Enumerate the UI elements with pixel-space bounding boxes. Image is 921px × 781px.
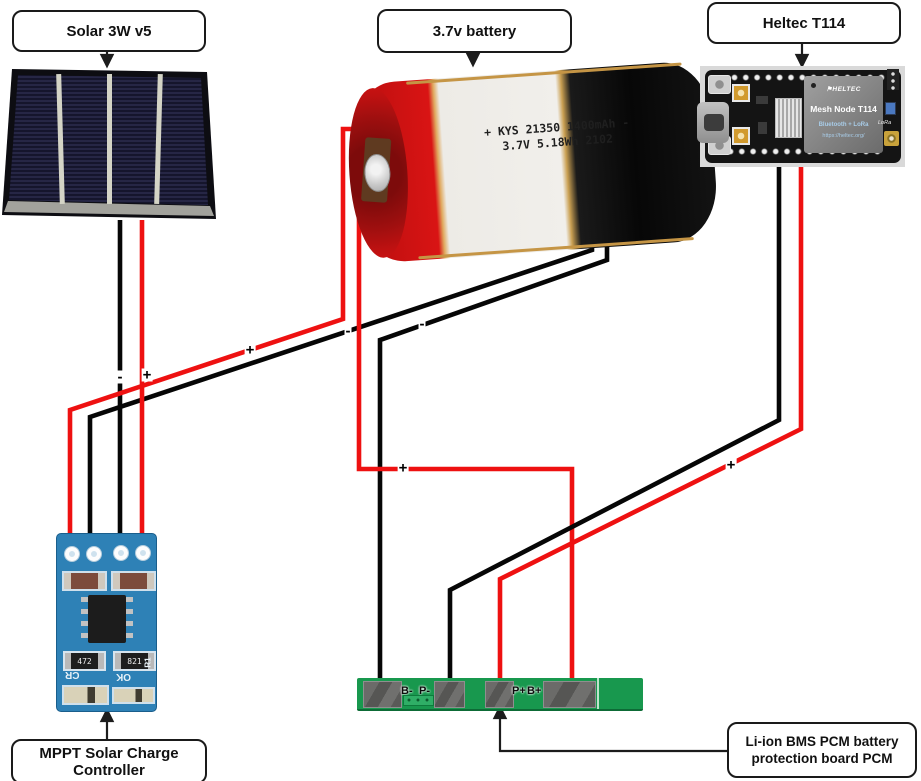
battery-gold-seam-top bbox=[406, 62, 682, 85]
mppt-callout-line2: Controller bbox=[73, 761, 145, 779]
mppt-hole bbox=[135, 545, 151, 561]
mppt-resistor-472: 472 bbox=[63, 651, 106, 671]
mppt-diode bbox=[62, 685, 109, 705]
mppt-resistor-821: 821 bbox=[113, 651, 156, 671]
heltec-callout-box: Heltec T114 bbox=[707, 2, 901, 44]
bms-callout-line1: Li-ion BMS PCM battery bbox=[745, 734, 899, 749]
heltec-antenna-connector bbox=[884, 131, 899, 146]
mppt-silkscreen-cr: CR bbox=[65, 669, 80, 680]
solar-panel bbox=[2, 66, 218, 224]
heltec-model-text: Mesh Node T114 bbox=[810, 104, 877, 114]
bms-label-b-plus: B+ bbox=[527, 685, 542, 697]
heltec-led-bottom bbox=[732, 127, 750, 145]
bms-protection-board: B- P- P+ B+ bbox=[357, 678, 643, 711]
battery-print: + KYS 21350 1400mAh - 3.7V 5.18Wh 2102 bbox=[441, 112, 673, 158]
mppt-ic-pins-right bbox=[126, 597, 133, 643]
battery-left-face bbox=[343, 86, 414, 260]
wire-heltec-positive-to-bms bbox=[497, 158, 804, 681]
heltec-right-header bbox=[887, 69, 899, 90]
mppt-silkscreen-ok: OK bbox=[116, 671, 131, 682]
heltec-callout-label: Heltec T114 bbox=[762, 14, 846, 32]
battery-callout-arrowhead-icon bbox=[465, 52, 481, 68]
heltec-brand-logo: ⚑HELTEC bbox=[804, 85, 883, 93]
heltec-t114-board: ⚑HELTEC Mesh Node T114 Bluetooth + LoRa … bbox=[697, 66, 905, 167]
wire-heltec-negative-to-bms bbox=[447, 158, 782, 681]
mppt-hole bbox=[86, 546, 102, 562]
solar-panel-busbar bbox=[107, 74, 112, 204]
heltec-button-top bbox=[708, 75, 731, 94]
bms-label-b-minus: B- bbox=[401, 685, 413, 697]
heltec-radio-text: Bluetooth + LoRa bbox=[818, 122, 869, 128]
solar-callout-arrowhead-icon bbox=[99, 53, 115, 69]
battery-callout-box: 3.7v battery bbox=[377, 9, 572, 53]
heltec-fpc-connector bbox=[775, 98, 802, 138]
battery: + KYS 21350 1400mAh - 3.7V 5.18Wh 2102 bbox=[343, 59, 722, 270]
bms-pad-b-minus bbox=[363, 681, 402, 708]
polarity-marker: - bbox=[116, 368, 124, 386]
mppt-ic-pins-left bbox=[81, 597, 88, 643]
heltec-led-top bbox=[732, 84, 750, 102]
mppt-resistor-code: 472 bbox=[77, 656, 92, 666]
mppt-callout-line1: MPPT Solar Charge bbox=[39, 744, 179, 762]
mppt-hole bbox=[113, 545, 129, 561]
heltec-smd-component bbox=[756, 96, 768, 104]
mppt-silkscreen-r1: R1 bbox=[143, 657, 153, 668]
bms-board-divider bbox=[597, 678, 599, 709]
mppt-callout-arrowhead-icon bbox=[99, 707, 115, 723]
heltec-lora-label: LoRa bbox=[878, 120, 892, 126]
solar-callout-label: Solar 3W v5 bbox=[66, 22, 152, 40]
bms-label-p-minus: P- bbox=[419, 685, 430, 697]
wire-battery-positive-to-bms bbox=[356, 130, 575, 681]
solar-callout-box: Solar 3W v5 bbox=[12, 10, 206, 52]
bms-callout-box: Li-ion BMS PCM battery protection board … bbox=[727, 722, 917, 778]
polarity-marker: - bbox=[344, 322, 352, 340]
heltec-url-text: https://heltec.org/ bbox=[822, 133, 865, 139]
heltec-callout-arrowhead-icon bbox=[794, 53, 810, 69]
bms-label-p-plus: P+ bbox=[512, 685, 526, 697]
bms-pad-p-plus bbox=[485, 681, 514, 708]
mppt-hole bbox=[64, 546, 80, 562]
wire-battery-positive-to-mppt bbox=[67, 126, 357, 538]
heltec-flag-icon: ⚑ bbox=[826, 86, 833, 93]
mppt-diode bbox=[112, 687, 155, 704]
mppt-resistor-code: 821 bbox=[127, 656, 142, 666]
bms-pad-p-minus bbox=[434, 681, 465, 708]
battery-gold-seam-bottom bbox=[418, 237, 694, 260]
mppt-inductor bbox=[111, 571, 156, 591]
heltec-brand-text: HELTEC bbox=[832, 86, 861, 93]
heltec-radio-shield: ⚑HELTEC Mesh Node T114 Bluetooth + LoRa … bbox=[804, 76, 883, 153]
mppt-inductor bbox=[62, 571, 107, 591]
bms-smd-component bbox=[403, 695, 434, 706]
bms-callout-arrowhead-icon bbox=[492, 704, 508, 720]
polarity-marker: + bbox=[397, 459, 409, 477]
battery-callout-label: 3.7v battery bbox=[432, 22, 517, 40]
mppt-ic-chip bbox=[88, 595, 126, 643]
polarity-marker: + bbox=[141, 366, 153, 384]
bms-pad-b-plus bbox=[543, 681, 596, 708]
bms-callout-line2: protection board PCM bbox=[751, 751, 893, 766]
polarity-marker: + bbox=[244, 341, 256, 359]
battery-body: + KYS 21350 1400mAh - 3.7V 5.18Wh 2102 bbox=[343, 59, 720, 265]
heltec-shield-dot bbox=[811, 83, 816, 88]
mppt-callout-box: MPPT Solar Charge Controller bbox=[11, 739, 207, 781]
polarity-marker: - bbox=[418, 315, 426, 333]
bms-callout-leader bbox=[498, 717, 727, 753]
polarity-marker: + bbox=[725, 456, 737, 474]
heltec-smd-component bbox=[758, 122, 767, 134]
heltec-blue-component bbox=[885, 102, 896, 115]
mppt-charge-controller-board: 472 821 CR OK R1 bbox=[56, 533, 157, 712]
heltec-usb-c-port bbox=[697, 102, 729, 143]
